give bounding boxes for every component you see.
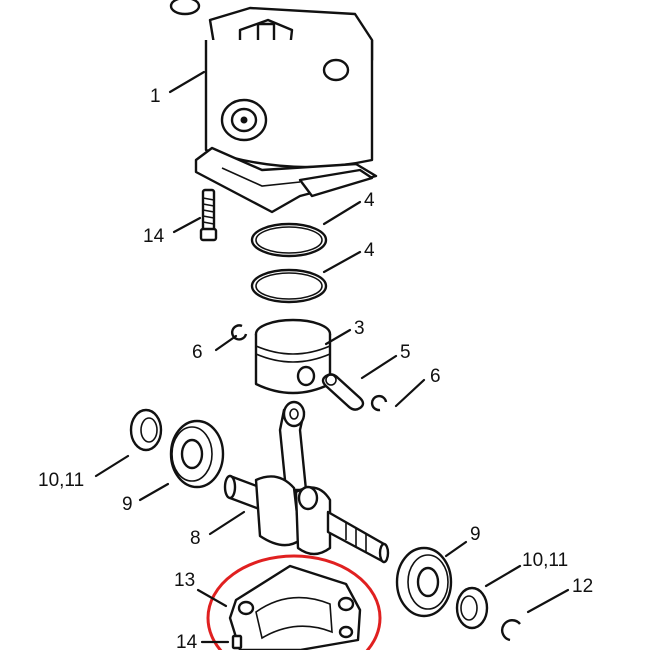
bearing-left[interactable] bbox=[169, 419, 225, 489]
label-10-11-left: 10,11 bbox=[38, 470, 84, 491]
label-4-lower: 4 bbox=[364, 240, 375, 261]
label-8: 8 bbox=[190, 528, 201, 549]
label-3: 3 bbox=[354, 318, 365, 339]
circlip-right[interactable] bbox=[370, 394, 388, 412]
label-4-upper: 4 bbox=[364, 190, 375, 211]
circlip-12[interactable] bbox=[501, 619, 521, 642]
label-6-left: 6 bbox=[192, 342, 203, 363]
bearing-right[interactable] bbox=[395, 546, 453, 618]
piston-ring-upper[interactable] bbox=[250, 222, 328, 258]
crankcase-part[interactable] bbox=[228, 564, 362, 650]
label-13: 13 bbox=[174, 570, 195, 591]
cylinder-part[interactable] bbox=[169, 0, 378, 214]
crankcase-screw[interactable] bbox=[231, 634, 243, 650]
oil-seal-right[interactable] bbox=[455, 586, 489, 630]
label-10-11-right: 10,11 bbox=[522, 550, 568, 571]
label-14-upper: 14 bbox=[143, 226, 165, 247]
leader-lines bbox=[94, 70, 570, 644]
label-5: 5 bbox=[400, 342, 411, 363]
label-12: 12 bbox=[572, 576, 593, 597]
crankshaft-part[interactable] bbox=[223, 400, 390, 564]
label-1: 1 bbox=[150, 86, 161, 107]
piston-part[interactable] bbox=[254, 318, 332, 395]
label-9-right: 9 bbox=[470, 524, 481, 545]
oil-seal-left[interactable] bbox=[129, 408, 163, 452]
piston-ring-lower[interactable] bbox=[250, 268, 328, 304]
highlight-circle bbox=[206, 554, 382, 650]
label-9-left: 9 bbox=[122, 494, 133, 515]
piston-pin[interactable] bbox=[321, 373, 365, 411]
label-14-lower: 14 bbox=[176, 632, 198, 650]
cylinder-screw[interactable] bbox=[199, 188, 218, 242]
label-6-right: 6 bbox=[430, 366, 441, 387]
